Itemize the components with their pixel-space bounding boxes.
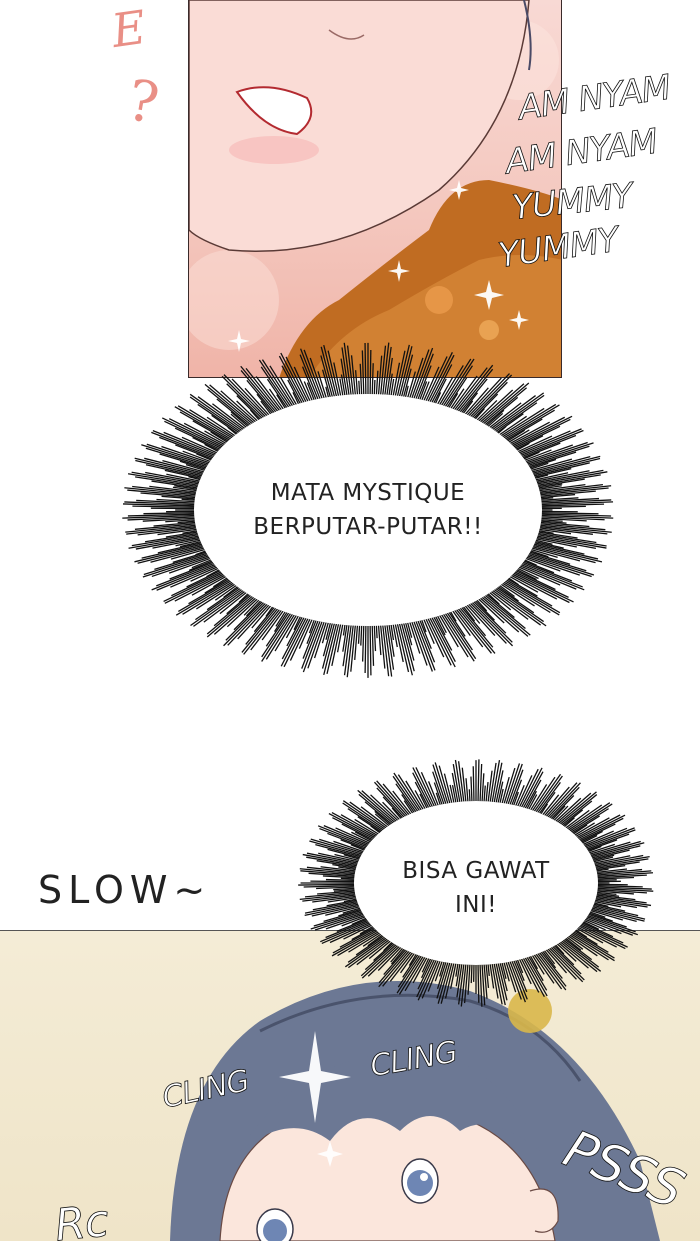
burst-ray bbox=[480, 764, 482, 805]
burst-ray bbox=[510, 571, 573, 602]
burst-ray bbox=[360, 364, 362, 398]
burst-ray bbox=[374, 622, 375, 651]
bubble-line-2: BERPUTAR-PUTAR!! bbox=[118, 510, 618, 544]
burst-ray bbox=[490, 960, 494, 988]
burst-ray bbox=[403, 369, 411, 401]
burst-ray bbox=[365, 343, 366, 398]
burst-ray bbox=[370, 622, 371, 675]
bubble-line-2: INI! bbox=[296, 888, 656, 922]
burst-ray bbox=[473, 766, 474, 805]
side-sfx-question: ? bbox=[123, 68, 164, 137]
burst-ray bbox=[370, 350, 371, 398]
burst-ray bbox=[372, 622, 373, 666]
sfx-slow: SLOW~ bbox=[38, 868, 211, 912]
bubble-line-1: MATA MYSTIQUE bbox=[118, 476, 618, 510]
burst-ray bbox=[162, 418, 226, 449]
burst-ray bbox=[471, 777, 472, 805]
thought-burst-bubble-large: MATA MYSTIQUE BERPUTAR-PUTAR!! bbox=[118, 340, 618, 680]
thought-burst-bubble-small: BISA GAWAT INI! bbox=[296, 758, 656, 1008]
face-illustration bbox=[189, 0, 562, 378]
burst-ray bbox=[372, 363, 373, 398]
burst-ray bbox=[352, 355, 356, 398]
sfx-bottom-left: Rc bbox=[52, 1195, 110, 1251]
burst-ray bbox=[365, 622, 366, 673]
side-sfx-e: E bbox=[108, 0, 149, 58]
burst-ray bbox=[462, 768, 466, 806]
face-closeup-panel bbox=[188, 0, 562, 378]
burst-ray bbox=[413, 768, 434, 811]
burst-ray bbox=[363, 622, 364, 662]
burst-ray bbox=[356, 370, 358, 398]
burst-ray bbox=[480, 961, 482, 1007]
burst-ray bbox=[478, 759, 479, 805]
bubble-line-1: BISA GAWAT bbox=[296, 854, 656, 888]
burst-ray bbox=[478, 961, 479, 1003]
burst-ray bbox=[376, 371, 378, 398]
burst-ray bbox=[362, 350, 364, 398]
